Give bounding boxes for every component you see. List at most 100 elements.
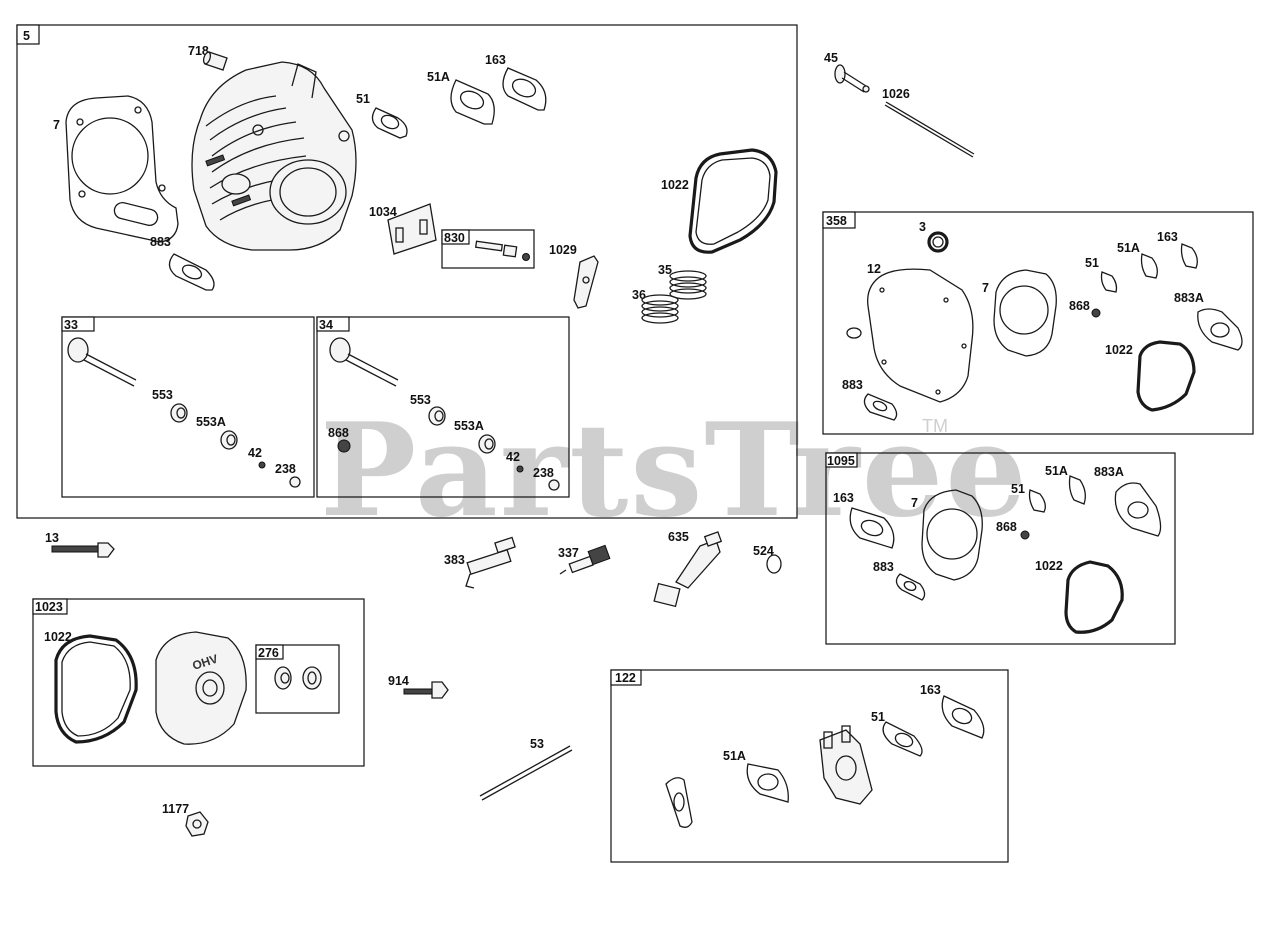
valve-keeper-icon[interactable] xyxy=(258,461,266,469)
label-358-7[interactable]: 7 xyxy=(982,281,989,295)
governor-rod-icon[interactable] xyxy=(479,745,573,801)
label-1095-883A[interactable]: 883A xyxy=(1094,465,1124,479)
exhaust-gasket-icon[interactable] xyxy=(168,253,215,291)
gasket-358-51-icon[interactable] xyxy=(1100,271,1118,293)
label-1095-868[interactable]: 868 xyxy=(996,520,1017,534)
label-1026[interactable]: 1026 xyxy=(882,87,910,101)
cover-bolt-icon[interactable] xyxy=(403,681,449,699)
valve-spring-35-icon[interactable] xyxy=(669,270,707,300)
valve-cover-icon[interactable]: OHV xyxy=(155,631,247,745)
gasket-1095-51-icon[interactable] xyxy=(1028,489,1046,513)
label-1095-7[interactable]: 7 xyxy=(911,496,918,510)
grommet-icon[interactable] xyxy=(274,666,292,690)
oil-seal-icon[interactable] xyxy=(927,231,949,253)
label-13[interactable]: 13 xyxy=(45,531,59,545)
label-33-553[interactable]: 553 xyxy=(152,388,173,402)
grommet-washer-icon[interactable] xyxy=(302,666,322,690)
label-358-163[interactable]: 163 xyxy=(1157,230,1178,244)
label-1095-163[interactable]: 163 xyxy=(833,491,854,505)
label-524[interactable]: 524 xyxy=(753,544,774,558)
label-33-238[interactable]: 238 xyxy=(275,462,296,476)
push-rod-end-icon[interactable] xyxy=(834,64,870,93)
label-337[interactable]: 337 xyxy=(558,546,579,560)
label-45[interactable]: 45 xyxy=(824,51,838,65)
label-53[interactable]: 53 xyxy=(530,737,544,751)
label-358-51[interactable]: 51 xyxy=(1085,256,1099,270)
gasket-1095-883-icon[interactable] xyxy=(895,573,926,601)
flange-nut-icon[interactable] xyxy=(185,811,209,837)
label-358-883[interactable]: 883 xyxy=(842,378,863,392)
exhaust-gasket-358-icon[interactable] xyxy=(863,393,898,421)
label-34-553[interactable]: 553 xyxy=(410,393,431,407)
label-635[interactable]: 635 xyxy=(668,530,689,544)
label-1023-1022[interactable]: 1022 xyxy=(44,630,72,644)
label-1029[interactable]: 1029 xyxy=(549,243,577,257)
group-1095-tag[interactable]: 1095 xyxy=(827,454,855,468)
label-1177[interactable]: 1177 xyxy=(162,802,189,816)
gasket-1095-883A-icon[interactable] xyxy=(1114,482,1162,537)
gasket-358-883A-icon[interactable] xyxy=(1197,308,1243,351)
group-33-tag-box[interactable] xyxy=(61,316,95,332)
group-122-tag[interactable]: 122 xyxy=(615,671,636,685)
gasket-122-51A-icon[interactable] xyxy=(746,763,789,803)
gasket-122-163-icon[interactable] xyxy=(941,695,985,739)
valve-seal-34-553A-icon[interactable] xyxy=(478,434,496,454)
label-33-42[interactable]: 42 xyxy=(248,446,262,460)
group-276-tag[interactable]: 276 xyxy=(258,646,279,660)
valve-cap-34-icon[interactable] xyxy=(548,479,560,491)
label-914[interactable]: 914 xyxy=(388,674,409,688)
label-358-51A[interactable]: 51A xyxy=(1117,241,1140,255)
breather-tube-icon[interactable] xyxy=(465,536,516,589)
label-358-3[interactable]: 3 xyxy=(919,220,926,234)
gasket-358-51A-icon[interactable] xyxy=(1140,253,1158,279)
label-34-868[interactable]: 868 xyxy=(328,426,349,440)
label-7[interactable]: 7 xyxy=(53,118,60,132)
group-358-tag-box[interactable] xyxy=(822,211,856,229)
label-1095-883[interactable]: 883 xyxy=(873,560,894,574)
head-bolt-icon[interactable] xyxy=(51,542,115,558)
label-51[interactable]: 51 xyxy=(356,92,370,106)
crankcase-gasket-icon[interactable] xyxy=(867,268,974,403)
label-883[interactable]: 883 xyxy=(150,235,171,249)
label-163[interactable]: 163 xyxy=(485,53,506,67)
group-34-tag[interactable]: 34 xyxy=(319,318,333,332)
label-358-883A[interactable]: 883A xyxy=(1174,291,1204,305)
intake-gasket-51-icon[interactable] xyxy=(371,107,408,139)
group-276-tag-box[interactable] xyxy=(255,644,284,660)
insulator-gasket-icon[interactable] xyxy=(665,777,693,828)
gasket-1095-51A-icon[interactable] xyxy=(1068,475,1086,505)
group-1095-tag-box[interactable] xyxy=(825,452,858,468)
nut-1095-868-icon[interactable] xyxy=(1020,530,1030,540)
valve-cover-gasket-icon[interactable] xyxy=(688,148,778,254)
rocker-stud-icon[interactable] xyxy=(474,240,530,261)
nut-358-868-icon[interactable] xyxy=(1091,308,1101,318)
spark-plug-boot-icon[interactable] xyxy=(653,531,723,608)
o-ring-icon[interactable] xyxy=(846,327,862,339)
group-1023-tag-box[interactable] xyxy=(32,598,68,615)
spark-plug-icon[interactable] xyxy=(559,544,611,575)
label-1095-51[interactable]: 51 xyxy=(1011,482,1025,496)
group-33-tag[interactable]: 33 xyxy=(64,318,78,332)
valve-seal-34-553-icon[interactable] xyxy=(428,406,446,426)
label-122-163[interactable]: 163 xyxy=(920,683,941,697)
group-1023-tag[interactable]: 1023 xyxy=(35,600,63,614)
dowel-pin-icon[interactable] xyxy=(202,51,228,71)
valve-keeper-34-icon[interactable] xyxy=(516,465,524,473)
label-36[interactable]: 36 xyxy=(632,288,646,302)
carburetor-spacer-icon[interactable] xyxy=(819,725,873,805)
label-1095-51A[interactable]: 51A xyxy=(1045,464,1068,478)
group-5-tag-box[interactable] xyxy=(16,24,40,45)
label-1034[interactable]: 1034 xyxy=(369,205,397,219)
valve-spring-36-icon[interactable] xyxy=(641,294,679,324)
group-34-tag-box[interactable] xyxy=(316,316,350,332)
exhaust-valve-icon[interactable] xyxy=(67,337,137,387)
label-34-553A[interactable]: 553A xyxy=(454,419,484,433)
gasket-358-163-icon[interactable] xyxy=(1180,243,1198,269)
valve-cap-icon[interactable] xyxy=(289,476,301,488)
group-122-tag-box[interactable] xyxy=(610,669,642,686)
label-358-868[interactable]: 868 xyxy=(1069,299,1090,313)
gasket-122-51-icon[interactable] xyxy=(882,721,923,757)
rocker-arm-icon[interactable] xyxy=(573,255,599,309)
group-830-tag-box[interactable] xyxy=(441,229,470,245)
valve-cover-gasket-358-icon[interactable] xyxy=(1136,340,1196,412)
